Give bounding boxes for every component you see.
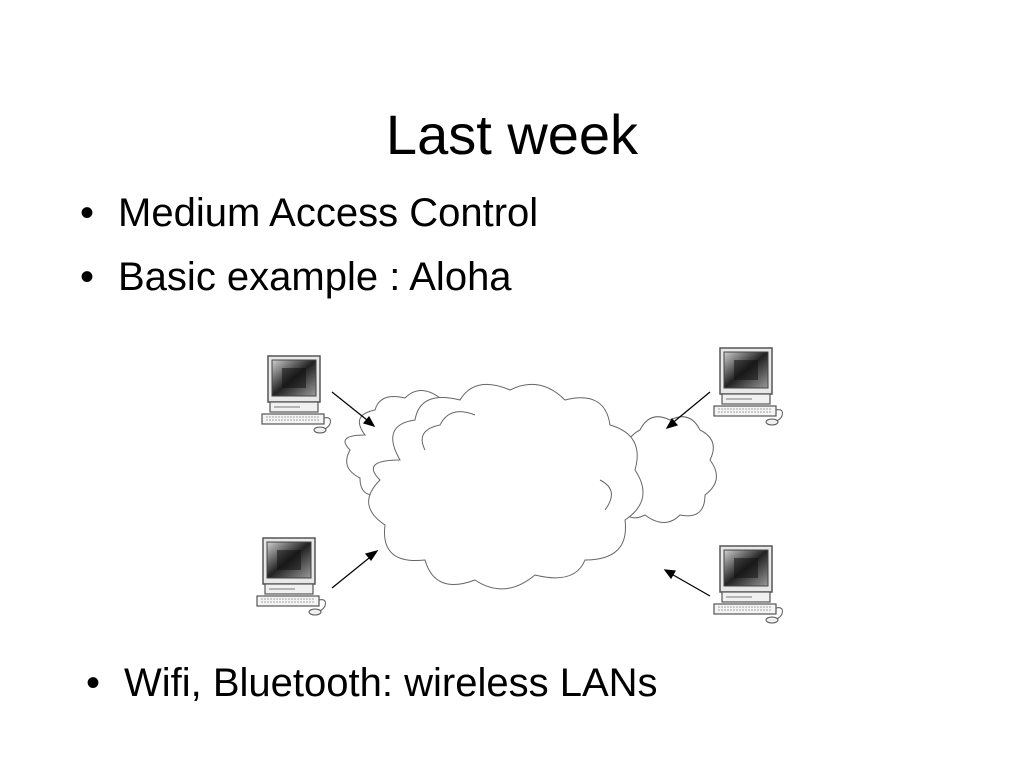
bullet-marker: •	[80, 191, 95, 235]
bottom-bullet-list: • Wifi, Bluetooth: wireless LANs	[86, 658, 658, 722]
bullet-item-wireless-lans: • Wifi, Bluetooth: wireless LANs	[86, 658, 658, 708]
bullet-marker: •	[86, 661, 101, 705]
computer-icon	[713, 347, 784, 426]
bullet-text: Basic example : Aloha	[118, 255, 512, 299]
cloud-icon	[344, 383, 717, 590]
computer-icon	[713, 545, 784, 624]
bullet-item-aloha: • Basic example : Aloha	[80, 252, 538, 302]
network-diagram	[256, 347, 784, 624]
bullet-list: • Medium Access Control • Basic example …	[80, 188, 538, 316]
bullet-item-medium-access-control: • Medium Access Control	[80, 188, 538, 238]
bullet-text: Wifi, Bluetooth: wireless LANs	[124, 661, 658, 705]
arrow-icon	[331, 391, 711, 597]
bullet-marker: •	[80, 255, 95, 299]
slide-title: Last week	[385, 103, 639, 166]
computer-icon	[261, 355, 332, 434]
computer-icon	[256, 537, 327, 616]
bullet-text: Medium Access Control	[118, 191, 539, 235]
